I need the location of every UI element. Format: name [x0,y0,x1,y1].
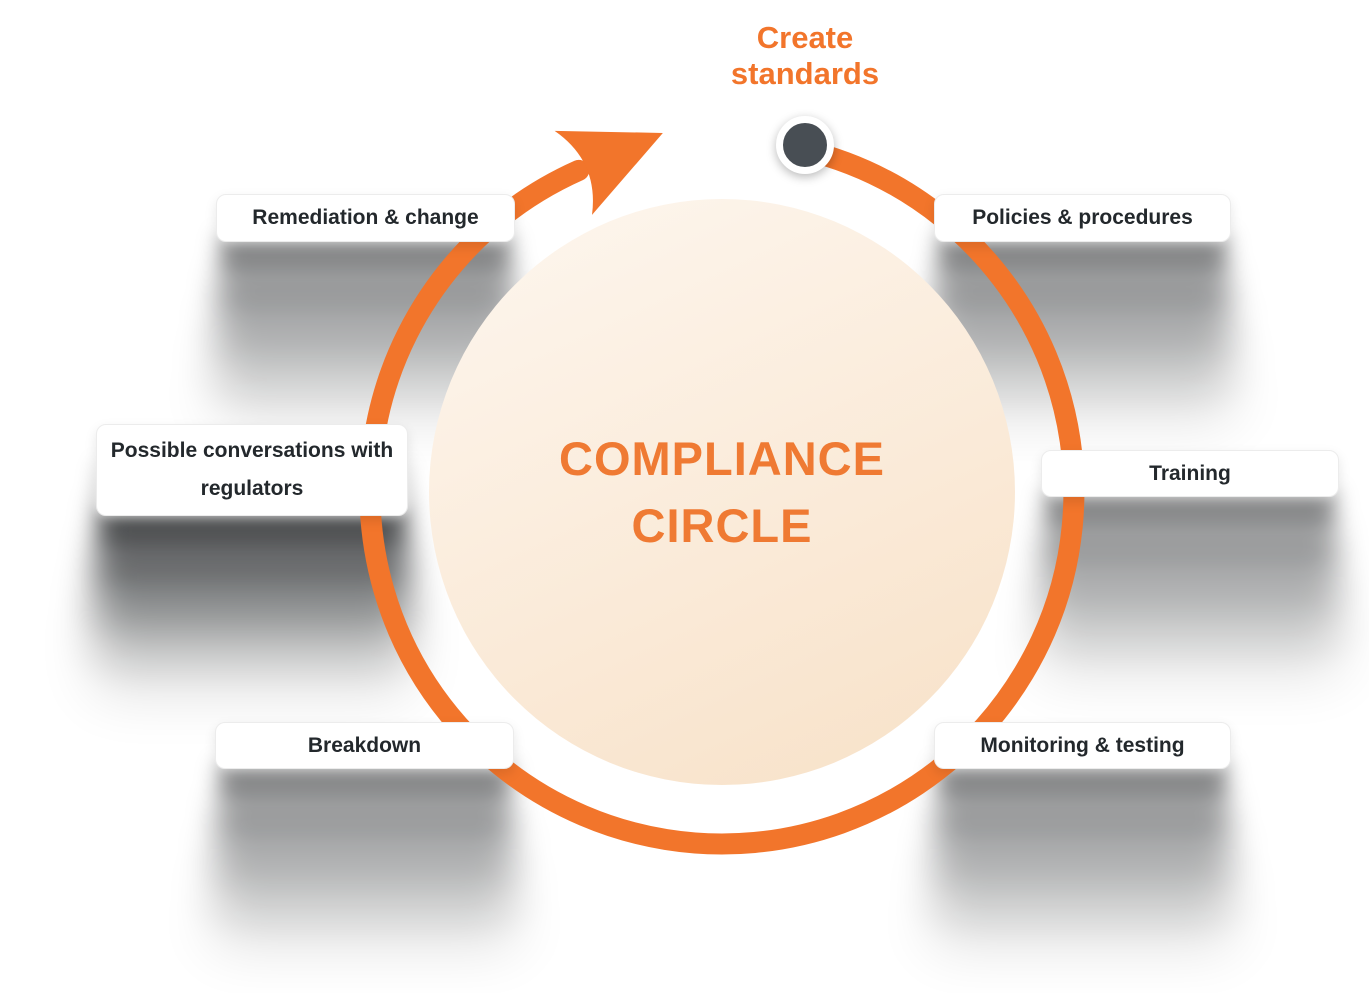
node-label: Monitoring & testing [980,733,1185,757]
node-monitoring-testing: Monitoring & testing [934,722,1231,769]
node-possible-conversations: Possible conversations with regulators [96,424,408,516]
node-policies-procedures: Policies & procedures [934,194,1231,242]
node-label: Breakdown [307,733,422,757]
cycle-start-label: Create standards [730,20,880,91]
node-label: Policies & procedures [972,206,1193,230]
node-remediation-change: Remediation & change [216,194,515,242]
node-training: Training [1041,450,1339,497]
center-circle: COMPLIANCE CIRCLE [429,199,1015,785]
node-label: Training [1149,461,1231,485]
node-label: Remediation & change [252,206,479,230]
node-breakdown: Breakdown [215,722,514,769]
cycle-start-dot-icon [776,116,834,174]
node-label: Possible conversations with regulators [110,439,394,500]
diagram-title: COMPLIANCE CIRCLE [559,431,885,553]
diagram-title-line2: CIRCLE [631,499,813,552]
diagram-title-line1: COMPLIANCE [559,432,885,485]
